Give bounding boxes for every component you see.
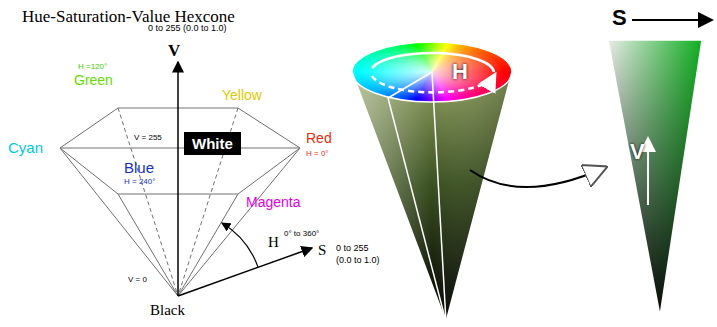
color-name: Green bbox=[74, 73, 113, 88]
axis-range: 0° to 360° bbox=[284, 230, 319, 239]
hue-angle: H =120° bbox=[78, 63, 107, 72]
axis-range: (0.0 to 1.0) bbox=[336, 256, 380, 266]
box-text: White bbox=[192, 135, 233, 152]
color-name: Magenta bbox=[246, 195, 300, 210]
color-name: Cyan bbox=[8, 140, 43, 157]
hue-angle: H = 0° bbox=[306, 150, 329, 159]
axis-name: V bbox=[168, 42, 180, 61]
value-box: White bbox=[184, 132, 241, 155]
axis-range: 0 to 255 bbox=[336, 244, 369, 254]
color-name: Red bbox=[306, 131, 332, 146]
axis-name: H bbox=[268, 234, 279, 251]
hue-angle: H = 240° bbox=[124, 178, 155, 187]
axis-name: S bbox=[612, 6, 627, 30]
axis-name: V bbox=[630, 140, 645, 164]
value-mark: V = 0 bbox=[128, 276, 147, 285]
value-mark: V = 255 bbox=[134, 134, 162, 143]
color-name: Blue bbox=[124, 160, 154, 177]
color-name: Black bbox=[150, 302, 185, 319]
axis-name: S bbox=[318, 242, 326, 259]
axis-name: H bbox=[452, 60, 468, 84]
axis-range: 0 to 255 (0.0 to 1.0) bbox=[148, 24, 227, 34]
color-name: Yellow bbox=[222, 88, 262, 103]
